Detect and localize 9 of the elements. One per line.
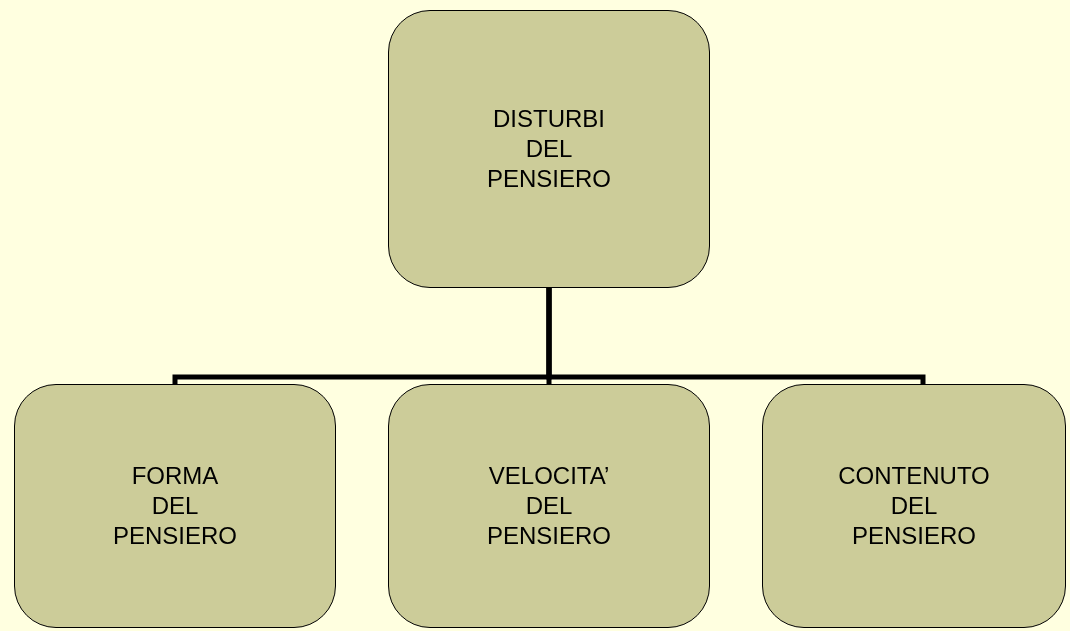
rounded-box (14, 384, 336, 628)
box-label: VELOCITA’ DEL PENSIERO (487, 461, 611, 551)
connector-line (546, 288, 926, 384)
box-label: DISTURBI DEL PENSIERO (487, 104, 611, 194)
rounded-box (388, 10, 710, 288)
box-label: FORMA DEL PENSIERO (113, 461, 237, 551)
box-label: CONTENUTO DEL PENSIERO (838, 461, 990, 551)
rounded-box (388, 384, 710, 628)
rounded-box (762, 384, 1066, 628)
